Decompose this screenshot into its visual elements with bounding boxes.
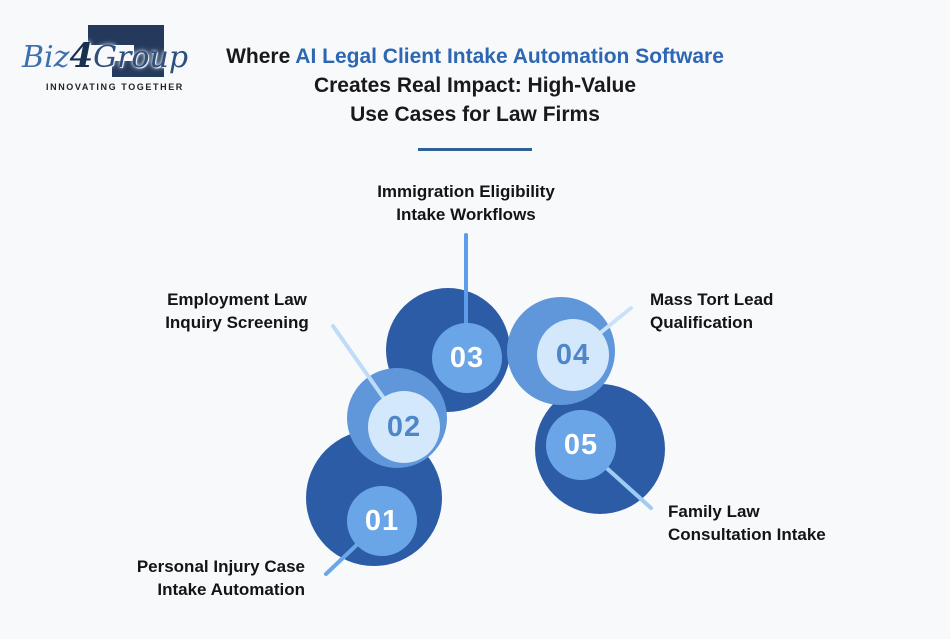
biz4group-logo: Biz4Group INNOVATING TOGETHER xyxy=(0,0,200,110)
label-mass-tort: Mass Tort Lead Qualification xyxy=(650,288,870,334)
label-line: Consultation Intake xyxy=(668,525,826,544)
title-divider xyxy=(418,148,532,151)
logo-word-4: 4 xyxy=(69,36,94,76)
label-line: Intake Automation xyxy=(157,580,305,599)
label-line: Immigration Eligibility xyxy=(377,182,555,201)
label-immigration: Immigration Eligibility Intake Workflows xyxy=(341,180,591,226)
title-line3: Use Cases for Law Firms xyxy=(350,103,600,126)
label-line: Family Law xyxy=(668,502,760,521)
logo-word-group: Group xyxy=(93,40,189,75)
circle-number-01: 01 xyxy=(347,486,417,556)
title-line2: Creates Real Impact: High-Value xyxy=(313,74,637,97)
label-line: Personal Injury Case xyxy=(136,557,305,576)
logo-wordmark: Biz4Group xyxy=(22,36,188,76)
label-line: Mass Tort Lead xyxy=(650,290,774,309)
logo-word-biz: Biz xyxy=(22,40,70,75)
label-line: Inquiry Screening xyxy=(165,313,309,332)
label-personal-injury: Personal Injury Case Intake Automation xyxy=(55,555,305,601)
logo-bracket-right-block xyxy=(134,25,164,77)
circle-number-05: 05 xyxy=(546,410,616,480)
label-line: Intake Workflows xyxy=(396,205,536,224)
logo-tagline: INNOVATING TOGETHER xyxy=(46,82,184,92)
label-line: Employment Law xyxy=(167,290,307,309)
label-family-law: Family Law Consultation Intake xyxy=(668,500,898,546)
title-lead-text: Where xyxy=(226,45,291,68)
circle-number-02: 02 xyxy=(368,391,440,463)
circle-number-04: 04 xyxy=(537,319,609,391)
logo-bracket-foot xyxy=(112,61,134,77)
circle-number-03: 03 xyxy=(432,323,502,393)
label-employment-law: Employment Law Inquiry Screening xyxy=(112,288,362,334)
label-line: Qualification xyxy=(650,313,753,332)
title-highlight-text: AI Legal Client Intake Automation Softwa… xyxy=(295,45,724,68)
